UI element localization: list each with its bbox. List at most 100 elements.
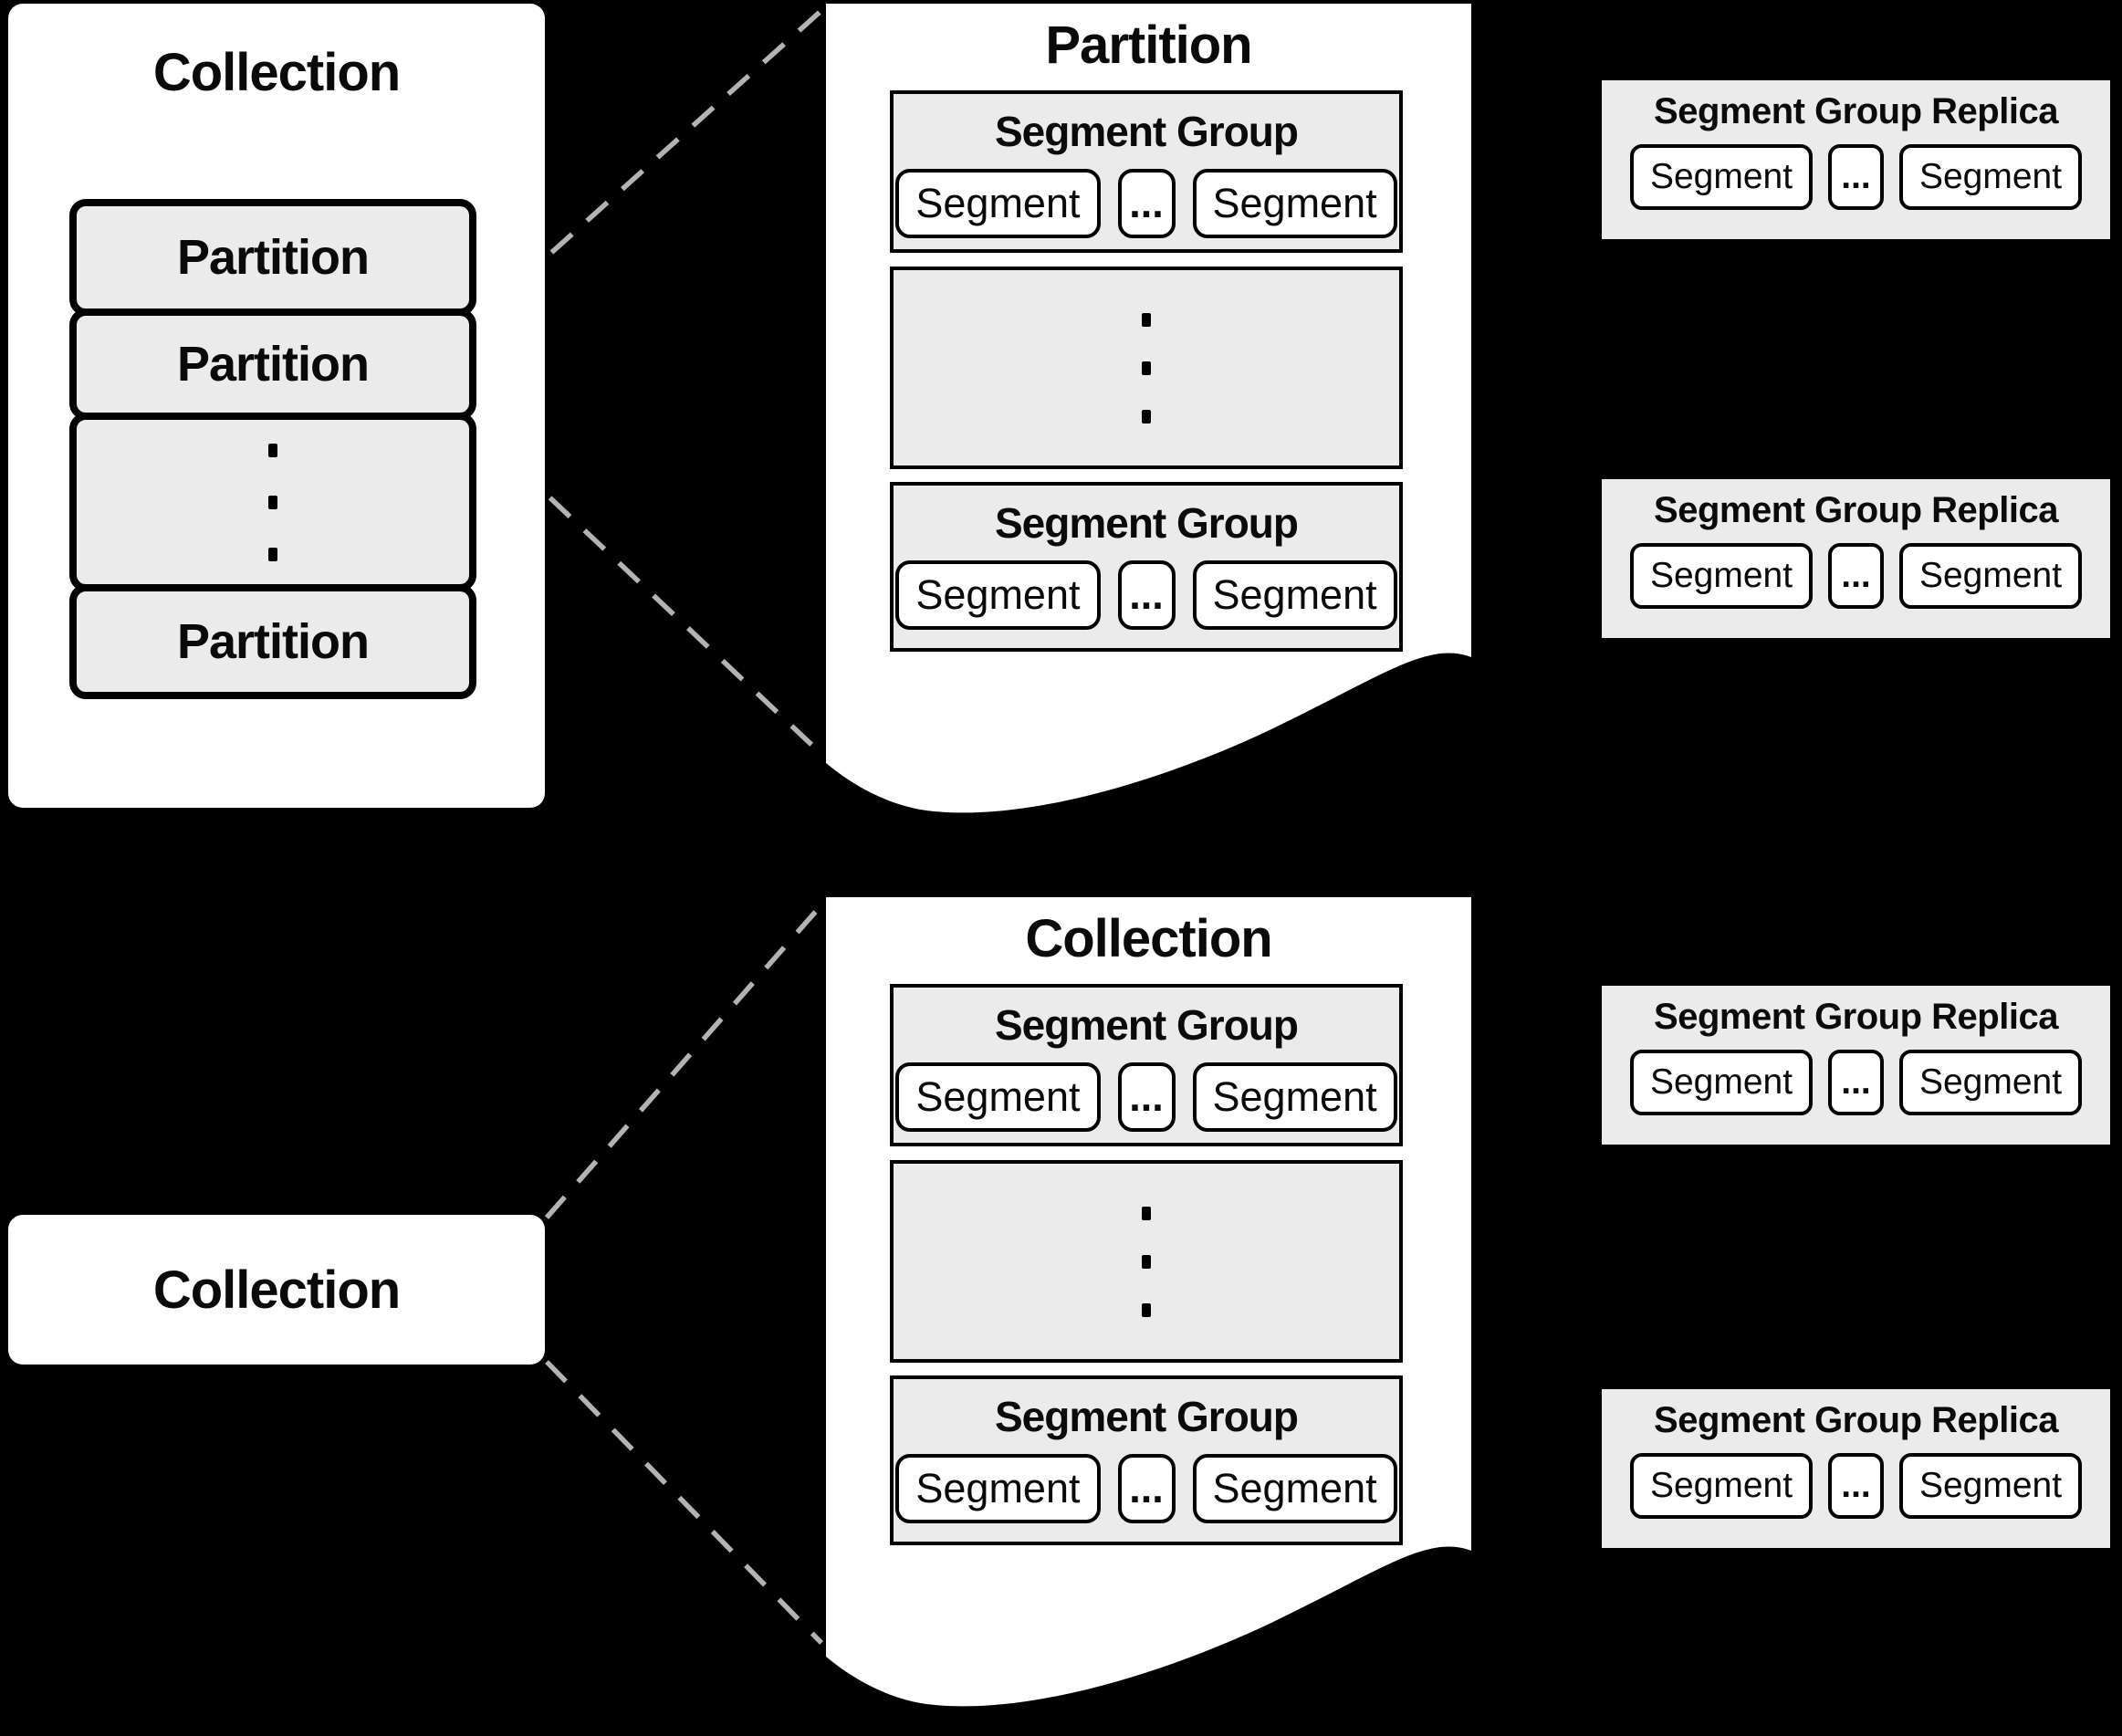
connector-bottom-upper-dashed-line <box>544 899 828 1219</box>
top-collection-panel: Collection Partition Partition Partition <box>8 4 545 808</box>
segment-box: Segment <box>895 560 1101 630</box>
vertical-ellipsis-dot <box>268 547 277 561</box>
vertical-ellipsis-dot <box>1142 1206 1151 1220</box>
segment-row: Segment ... Segment <box>894 560 1399 630</box>
segment-ellipsis-box: ... <box>1828 1050 1884 1115</box>
segment-group-replica-card: Segment Group Replica Segment ... Segmen… <box>1602 479 2110 638</box>
top-partition-detail-panel: Partition Segment Group Segment ... Segm… <box>826 4 1471 821</box>
partition-label: Partition <box>176 230 370 285</box>
segment-label: Segment <box>1918 1062 2063 1102</box>
replica-title: Segment Group Replica <box>1654 1400 2058 1440</box>
bottom-collection-box: Collection <box>8 1215 545 1365</box>
segment-row: Segment ... Segment <box>1602 1050 2110 1115</box>
segment-label: Segment <box>1918 556 2063 595</box>
segment-label: Segment <box>1918 1466 2063 1505</box>
vertical-ellipsis-dot <box>1142 409 1151 424</box>
segment-group-title: Segment Group <box>994 499 1299 547</box>
segment-label: Segment <box>1212 571 1377 618</box>
segment-label: Segment <box>915 1073 1081 1120</box>
ellipsis-label: ... <box>1129 571 1164 618</box>
segment-ellipsis-box: ... <box>1828 144 1884 210</box>
segment-box: Segment <box>1899 543 2082 609</box>
segment-group-replica-card: Segment Group Replica Segment ... Segmen… <box>1602 986 2110 1145</box>
segment-box: Segment <box>1630 1453 1813 1519</box>
connector-top-lower-dashed-line <box>479 431 824 757</box>
segment-box: Segment <box>1192 169 1397 238</box>
segment-box: Segment <box>1630 1050 1813 1115</box>
partition-label: Partition <box>176 614 370 669</box>
bottom-collection-detail-title: Collection <box>1025 909 1272 968</box>
connector-top-upper-dashed-line <box>479 5 827 319</box>
segment-ellipsis-box: ... <box>1117 1454 1176 1523</box>
vertical-ellipsis-dot <box>268 495 277 509</box>
segment-box: Segment <box>1192 560 1397 630</box>
segment-box: Segment <box>1630 543 1813 609</box>
partition-box: Partition <box>69 199 476 316</box>
segment-row: Segment ... Segment <box>1602 543 2110 609</box>
segment-row: Segment ... Segment <box>894 169 1399 238</box>
ellipsis-label: ... <box>1841 1062 1871 1102</box>
replica-title: Segment Group Replica <box>1654 490 2058 530</box>
segment-group-box: Segment Group Segment ... Segment <box>890 482 1403 652</box>
segment-group-title: Segment Group <box>994 1393 1299 1440</box>
vertical-ellipsis-dot <box>1142 361 1151 375</box>
segment-ellipsis-box: ... <box>1117 560 1176 630</box>
segment-label: Segment <box>1649 157 1793 196</box>
ellipsis-label: ... <box>1129 180 1164 226</box>
segment-group-replica-card: Segment Group Replica Segment ... Segmen… <box>1602 80 2110 239</box>
ellipsis-label: ... <box>1841 157 1871 196</box>
partition-vertical-ellipsis-box <box>69 413 476 591</box>
partition-box: Partition <box>69 584 476 699</box>
ellipsis-label: ... <box>1129 1465 1164 1511</box>
partition-box: Partition <box>69 309 476 420</box>
top-partition-detail-content: Partition Segment Group Segment ... Segm… <box>826 4 1471 821</box>
segment-label: Segment <box>1212 180 1377 226</box>
segment-label: Segment <box>1212 1465 1377 1511</box>
segment-group-replica-card: Segment Group Replica Segment ... Segmen… <box>1602 1389 2110 1548</box>
segment-box: Segment <box>895 169 1101 238</box>
segment-group-box: Segment Group Segment ... Segment <box>890 984 1403 1146</box>
top-collection-panel-title: Collection <box>152 43 401 102</box>
segment-label: Segment <box>1649 1466 1793 1505</box>
segment-group-vertical-ellipsis-box <box>890 267 1403 469</box>
segment-label: Segment <box>1918 157 2063 196</box>
segment-row: Segment ... Segment <box>1602 1453 2110 1519</box>
bottom-collection-detail-content: Collection Segment Group Segment ... Seg… <box>826 897 1471 1714</box>
bottom-collection-box-title: Collection <box>152 1260 401 1320</box>
vertical-ellipsis-dot <box>1142 1302 1151 1317</box>
segment-ellipsis-box: ... <box>1117 169 1176 238</box>
segment-row: Segment ... Segment <box>1602 144 2110 210</box>
connector-bottom-lower-dashed-line <box>545 1360 823 1645</box>
vertical-ellipsis-dot <box>268 443 277 457</box>
segment-label: Segment <box>915 180 1081 226</box>
ellipsis-label: ... <box>1129 1073 1164 1120</box>
segment-box: Segment <box>1899 1050 2082 1115</box>
ellipsis-label: ... <box>1841 1466 1871 1505</box>
segment-group-box: Segment Group Segment ... Segment <box>890 1375 1403 1545</box>
segment-box: Segment <box>895 1454 1101 1523</box>
vertical-ellipsis-dot <box>1142 1254 1151 1269</box>
segment-box: Segment <box>1899 144 2082 210</box>
ellipsis-label: ... <box>1841 556 1871 595</box>
top-partition-detail-title: Partition <box>1045 16 1252 75</box>
segment-label: Segment <box>1649 1062 1793 1102</box>
segment-label: Segment <box>915 1465 1081 1511</box>
segment-group-title: Segment Group <box>994 108 1299 155</box>
segment-row: Segment ... Segment <box>894 1062 1399 1132</box>
segment-ellipsis-box: ... <box>1828 543 1884 609</box>
bottom-collection-detail-panel: Collection Segment Group Segment ... Seg… <box>826 897 1471 1714</box>
segment-ellipsis-box: ... <box>1117 1062 1176 1132</box>
segment-box: Segment <box>1630 144 1813 210</box>
segment-box: Segment <box>1192 1454 1397 1523</box>
vertical-ellipsis-dot <box>1142 312 1151 327</box>
segment-group-vertical-ellipsis-box <box>890 1160 1403 1363</box>
replica-title: Segment Group Replica <box>1654 997 2058 1037</box>
segment-group-box: Segment Group Segment ... Segment <box>890 90 1403 253</box>
segment-label: Segment <box>1212 1073 1377 1120</box>
partition-label: Partition <box>176 337 370 392</box>
segment-box: Segment <box>1899 1453 2082 1519</box>
partition-stack: Partition Partition Partition <box>69 199 476 699</box>
segment-group-title: Segment Group <box>994 1001 1299 1049</box>
